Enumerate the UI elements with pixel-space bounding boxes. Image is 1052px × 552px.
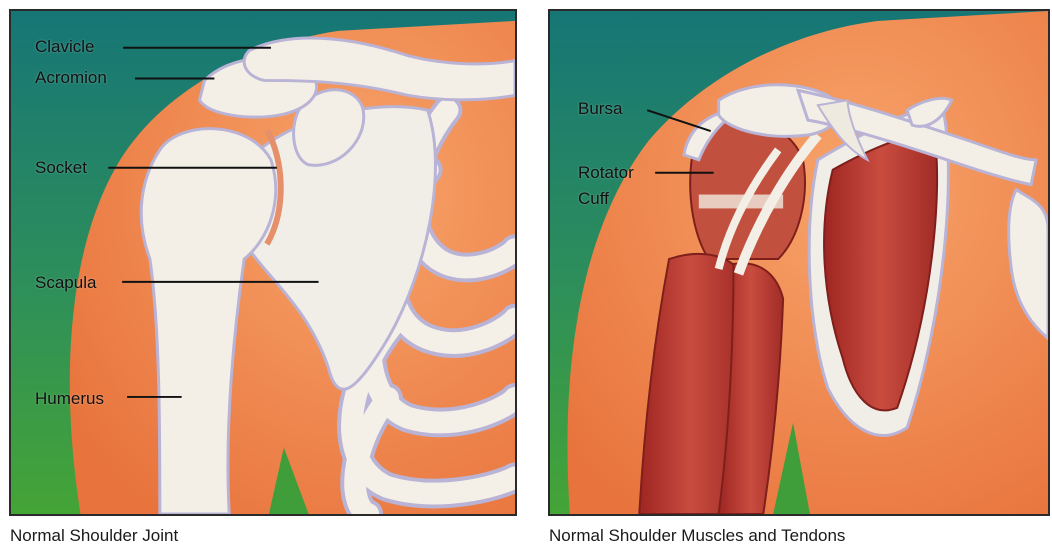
label-bursa: Bursa — [578, 99, 622, 119]
label-rotator-cuff-line2: Cuff — [578, 189, 609, 209]
shoulder-joint-illustration: Clavicle Acromion Socket Scapula Humerus — [9, 9, 517, 516]
caption-shoulder-joint: Normal Shoulder Joint — [10, 526, 178, 546]
label-acromion: Acromion — [35, 68, 107, 88]
shoulder-muscles-artwork — [550, 11, 1048, 514]
label-socket: Socket — [35, 158, 87, 178]
label-humerus: Humerus — [35, 389, 104, 409]
label-scapula: Scapula — [35, 273, 96, 293]
caption-shoulder-muscles: Normal Shoulder Muscles and Tendons — [549, 526, 845, 546]
label-clavicle: Clavicle — [35, 37, 95, 57]
label-rotator-cuff-line1: Rotator — [578, 163, 634, 183]
shoulder-muscles-illustration: Bursa Rotator Cuff — [548, 9, 1050, 516]
